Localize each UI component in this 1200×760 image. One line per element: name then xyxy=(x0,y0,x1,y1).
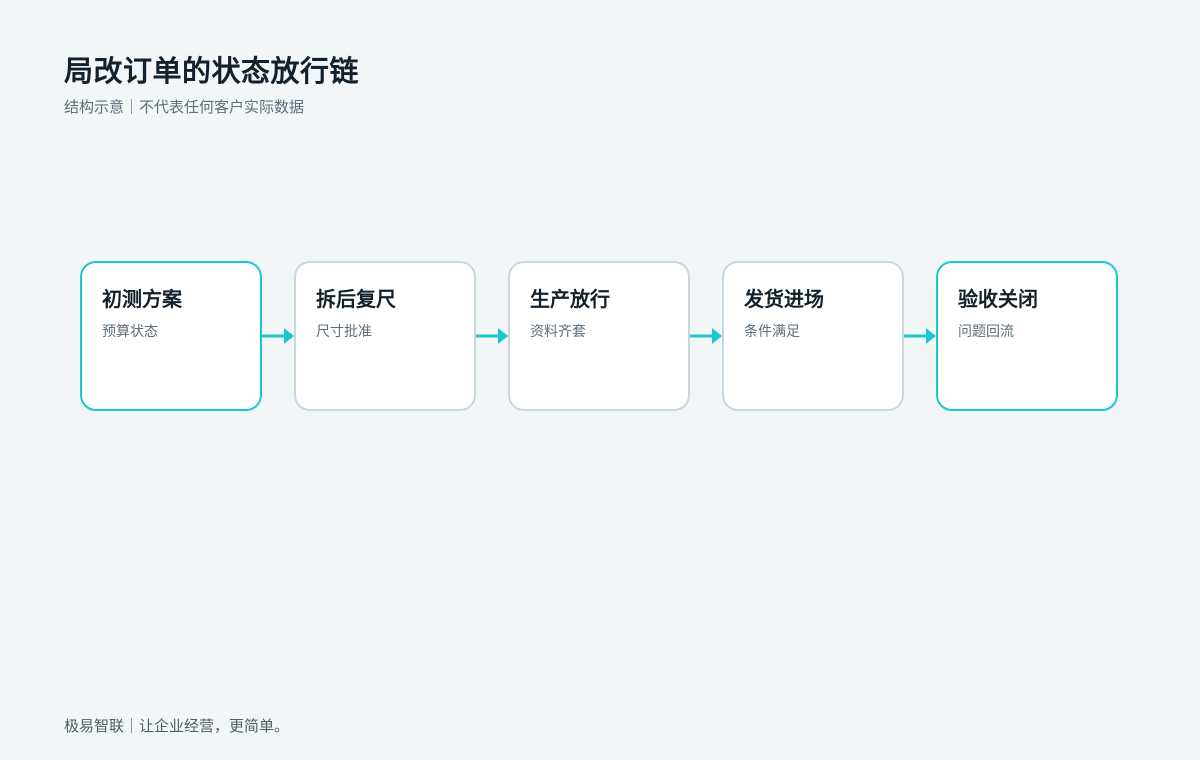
flow-step-production-release: 生产放行 资料齐套 xyxy=(508,261,690,411)
step-subtitle: 条件满足 xyxy=(744,324,800,340)
step-title: 拆后复尺 xyxy=(316,287,396,311)
page-title: 局改订单的状态放行链 xyxy=(64,54,360,88)
step-title: 初测方案 xyxy=(102,287,182,311)
step-title: 发货进场 xyxy=(744,287,824,311)
footer-tagline: 极易智联｜让企业经营，更简单。 xyxy=(64,717,290,735)
flow-step-initial-measure: 初测方案 预算状态 xyxy=(80,261,262,411)
flow-step-remeasure: 拆后复尺 尺寸批准 xyxy=(294,261,476,411)
step-subtitle: 问题回流 xyxy=(958,324,1014,340)
arrow-right-icon xyxy=(690,328,722,344)
step-title: 验收关闭 xyxy=(958,287,1038,311)
arrow-right-icon xyxy=(904,328,936,344)
arrow-right-icon xyxy=(262,328,294,344)
step-subtitle: 尺寸批准 xyxy=(316,324,372,340)
arrow-right-icon xyxy=(476,328,508,344)
flow-step-acceptance-close: 验收关闭 问题回流 xyxy=(936,261,1118,411)
step-subtitle: 预算状态 xyxy=(102,324,158,340)
flow-step-delivery: 发货进场 条件满足 xyxy=(722,261,904,411)
step-title: 生产放行 xyxy=(530,287,610,311)
page-subtitle: 结构示意｜不代表任何客户实际数据 xyxy=(64,98,305,116)
step-subtitle: 资料齐套 xyxy=(530,324,586,340)
